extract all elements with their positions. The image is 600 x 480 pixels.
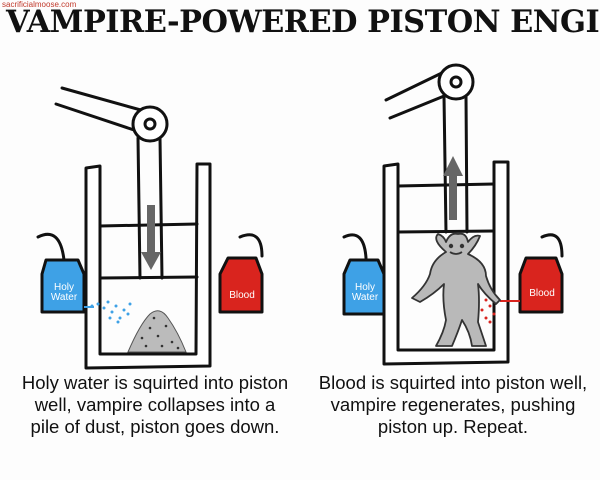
right-holy-label-line2: Water (351, 292, 379, 303)
left-holy-water-tank (40, 258, 86, 314)
vampire-figure (411, 232, 501, 347)
right-blood-label: Blood (529, 288, 555, 299)
right-caption: Blood is squirted into piston well, vamp… (318, 372, 588, 437)
left-cylinder (84, 162, 212, 370)
right-holy-water-tank (342, 258, 386, 316)
left-holy-label-line2: Water (50, 292, 78, 303)
watermark: sacrificialmoose.com (2, 0, 77, 9)
left-piston-rod (136, 136, 164, 280)
dust-texture (140, 316, 180, 350)
dust-pile (127, 310, 187, 353)
left-holy-label-line1: Holy (53, 282, 74, 293)
right-blood-tank (518, 256, 564, 314)
right-piston-head (396, 182, 496, 234)
left-caption: Holy water is squirted into piston well,… (21, 372, 289, 437)
left-blood-label: Blood (229, 290, 255, 301)
right-holy-water-label: Holy Water (346, 283, 384, 303)
right-cylinder (382, 160, 510, 366)
right-holy-pipe (342, 233, 368, 260)
left-engine (36, 86, 264, 370)
left-blood-tank (218, 256, 264, 314)
holy-water-spray (84, 300, 132, 324)
right-piston-rod (442, 94, 469, 234)
left-blood-pipe (238, 233, 264, 258)
page-title: VAMPIRE-POWERED PISTON ENGINE (6, 4, 600, 40)
right-holy-label-line1: Holy (354, 282, 375, 293)
right-arrow-up (443, 156, 463, 220)
left-holy-water-label: Holy Water (44, 283, 84, 303)
right-engine (342, 63, 564, 366)
left-arrow-down (141, 205, 161, 270)
left-holy-pipe (36, 232, 66, 262)
right-blood-pipe (540, 233, 564, 258)
